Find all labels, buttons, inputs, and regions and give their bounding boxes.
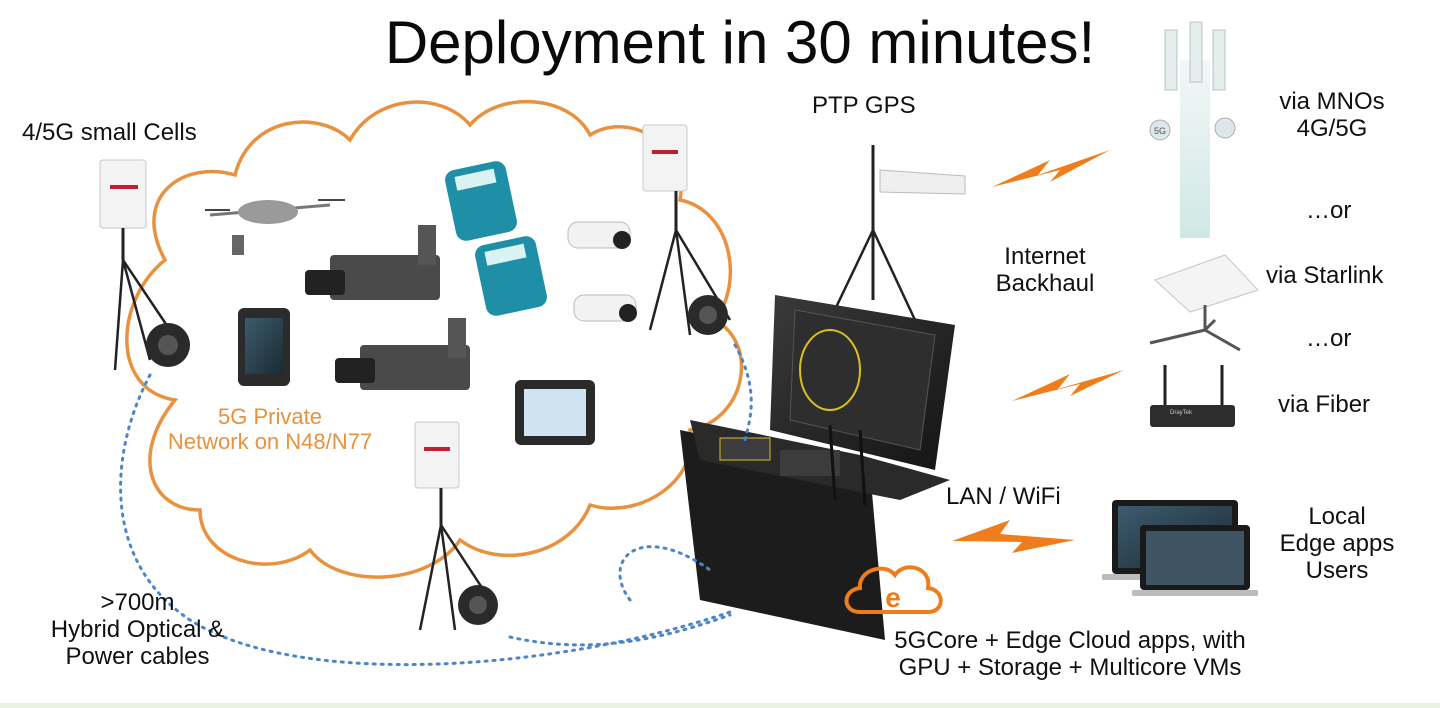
edge-cloud-logo: e — [844, 565, 943, 614]
laptop-icon — [1132, 525, 1258, 596]
lan-wifi-label: LAN / WiFi — [946, 483, 1061, 510]
security-camera-icon — [567, 221, 631, 249]
local-edge-line: Edge apps — [1279, 529, 1395, 557]
core-line: 5GCore + Edge Cloud apps, with — [894, 627, 1246, 654]
private-network-line: Network on N48/N77 — [167, 428, 373, 454]
field-case — [680, 295, 955, 640]
small-cell-top-right — [642, 124, 732, 336]
via-fiber-label: via Fiber — [1278, 391, 1371, 418]
via-starlink-label: via Starlink — [1266, 262, 1384, 289]
rugged-tablet-icon — [515, 380, 595, 445]
private-network-label: 5G Private Network on N48/N77 — [150, 404, 390, 454]
lightning-bolt-icon — [992, 150, 1110, 187]
payment-terminal-icon — [445, 161, 517, 241]
broadcast-camera-icon — [335, 318, 470, 390]
cable-link — [119, 373, 732, 667]
lightning-bolt-icon — [952, 520, 1075, 553]
starlink-dish-icon — [1149, 254, 1259, 352]
small-cell-left — [99, 159, 190, 371]
drone-icon — [205, 199, 345, 255]
private-network-line: 5G Private — [218, 404, 322, 429]
cell-tower-icon: 5G — [1149, 21, 1236, 238]
lightning-bolt-icon — [1012, 370, 1124, 401]
cable-link — [618, 545, 712, 602]
internet-backhaul-line: Backhaul — [995, 269, 1095, 297]
local-edge-line: Local — [1308, 503, 1366, 530]
footer-divider — [0, 703, 1440, 708]
via-mnos-line: 4G/5G — [1296, 114, 1368, 142]
cable-link — [508, 613, 732, 647]
cable-links — [119, 343, 753, 667]
private-network-cloud — [125, 99, 744, 579]
internet-backhaul-label: Internet Backhaul — [980, 243, 1110, 298]
internet-backhaul-line: Internet — [1004, 243, 1086, 270]
small-cell-bottom — [414, 421, 498, 631]
local-edge-line: Users — [1305, 556, 1369, 584]
ptp-gps-label: PTP GPS — [812, 92, 916, 119]
gps-antenna-mast — [828, 145, 966, 321]
core-line: GPU + Storage + Multicore VMs — [898, 653, 1242, 681]
router-brand: DrayTek — [1170, 410, 1193, 416]
mast-5g-badge: 5G — [1154, 126, 1166, 136]
page-title: Deployment in 30 minutes! — [384, 9, 1096, 76]
local-edge-label: Local Edge apps Users — [1262, 503, 1412, 585]
broadcast-camera-icon — [305, 225, 440, 300]
cables-line: Power cables — [65, 642, 210, 670]
core-label: 5GCore + Edge Cloud apps, with GPU + Sto… — [855, 627, 1285, 682]
small-cells-label: 4/5G small Cells — [22, 119, 197, 146]
via-mnos-label: via MNOs 4G/5G — [1262, 88, 1402, 143]
or-label-1: …or — [1306, 197, 1352, 224]
cables-line: >700m — [100, 589, 175, 616]
or-label-2: …or — [1306, 325, 1352, 352]
fiber-router-icon: DrayTek — [1150, 365, 1235, 427]
rugged-phone-icon — [238, 308, 290, 386]
cables-line: Hybrid Optical & — [50, 615, 225, 643]
cable-link — [733, 343, 753, 442]
edge-cloud-logo-letter: e — [885, 582, 901, 613]
cables-label: >700m Hybrid Optical & Power cables — [20, 589, 255, 671]
payment-terminal-icon — [475, 236, 547, 316]
security-camera-icon — [573, 294, 637, 322]
via-mnos-line: via MNOs — [1279, 88, 1385, 115]
